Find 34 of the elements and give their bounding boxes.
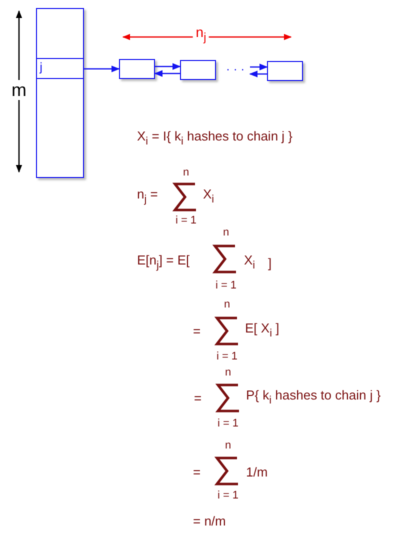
formula-text: = n/m (193, 514, 226, 528)
formula-text: = (193, 464, 201, 480)
formula-text: = (193, 324, 201, 338)
summation-limit: n (224, 298, 230, 312)
summation-limit: n (224, 438, 232, 454)
list-node (119, 59, 155, 79)
formula-text: n$_{j}$ = (137, 186, 158, 208)
summation-limit: i = 1 (215, 278, 237, 294)
formula-text: X$_{i}$ (203, 186, 214, 208)
arrow (155, 63, 181, 70)
summation-limit: n (222, 226, 230, 240)
summation-limit: n (182, 166, 190, 180)
formula-text: E[n$_{j}$] = E[ (137, 252, 190, 274)
arrow (250, 64, 268, 70)
list-node (180, 60, 216, 80)
summation-limit: i = 1 (217, 416, 239, 432)
summation-limit: i = 1 (217, 488, 239, 504)
arrow (84, 66, 120, 72)
formula-text: = (194, 390, 202, 406)
summation-limit: n (224, 366, 232, 380)
ellipsis: · · · (226, 62, 250, 76)
summation-limit: i = 1 (175, 214, 197, 228)
arrow (154, 70, 180, 77)
formula-text: X$_{i}$ (244, 252, 256, 274)
formula-text: ] (268, 256, 272, 270)
formula-text: 1/m (246, 464, 268, 480)
formula-text: E[ X$_{i}$ ] (245, 320, 280, 342)
hash-table (36, 8, 84, 178)
formula-text: X$_{i}$ = I{ k$_{i}$ hashes to chain j } (137, 128, 293, 150)
arrow (249, 70, 267, 78)
list-node (267, 61, 303, 81)
formula-text: P{ k$_{i}$ hashes to chain j } (246, 388, 381, 408)
summation-limit: i = 1 (216, 350, 238, 364)
table-slot: j (36, 58, 84, 79)
